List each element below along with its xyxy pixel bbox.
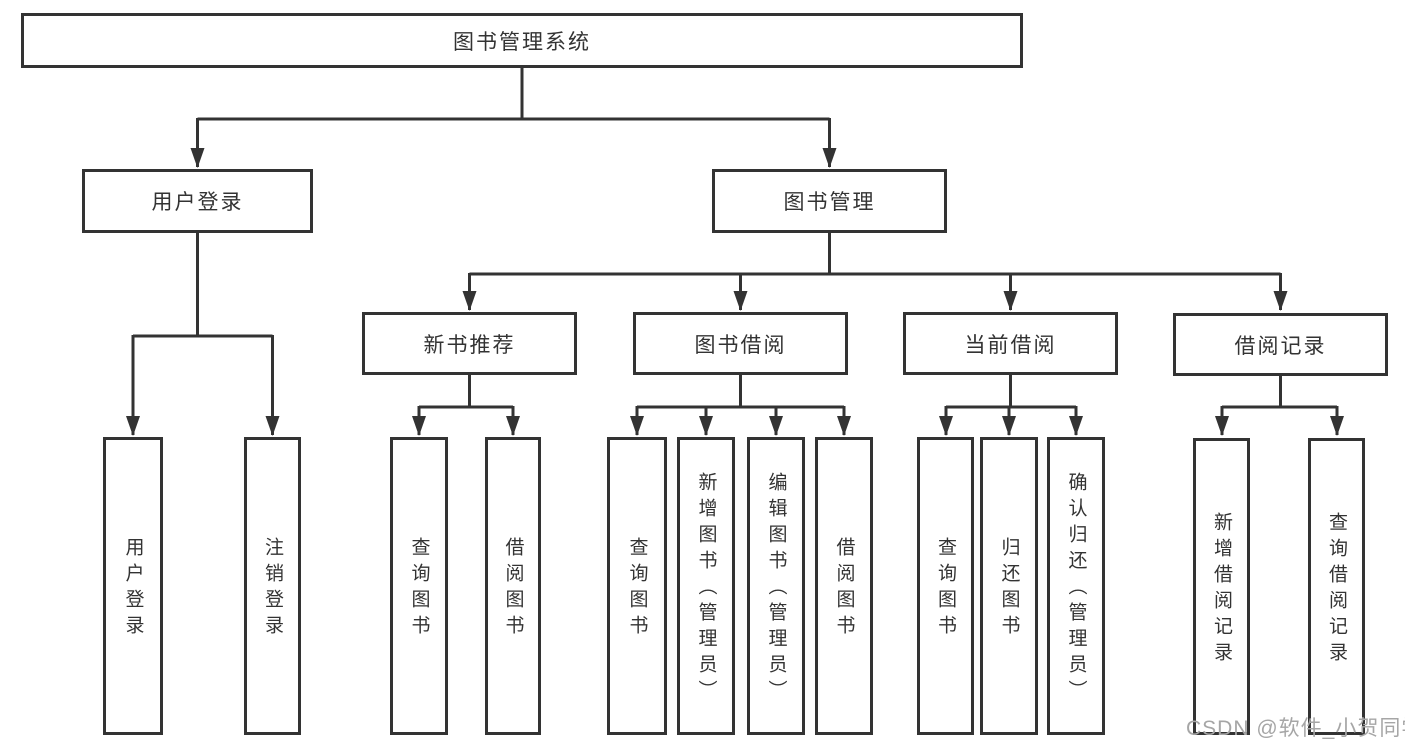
leaf-query-books-current: 查询图书 xyxy=(917,437,974,735)
leaf-query-books-borrow: 查询图书 xyxy=(607,437,667,735)
node-root-system: 图书管理系统 xyxy=(21,13,1023,68)
node-current-borrow: 当前借阅 xyxy=(903,312,1118,375)
leaf-borrow-books: 借阅图书 xyxy=(815,437,873,735)
leaf-add-borrow-record: 新增借阅记录 xyxy=(1193,438,1250,735)
node-book-management: 图书管理 xyxy=(712,169,947,233)
leaf-logout: 注销登录 xyxy=(244,437,301,735)
node-new-book-recommend: 新书推荐 xyxy=(362,312,577,375)
leaf-return-books: 归还图书 xyxy=(980,437,1038,735)
leaf-borrow-books-recommend: 借阅图书 xyxy=(485,437,541,735)
leaf-user-login: 用户登录 xyxy=(103,437,163,735)
node-book-borrow: 图书借阅 xyxy=(633,312,848,375)
leaf-edit-books-admin: 编辑图书（管理员） xyxy=(747,437,805,735)
csdn-watermark: CSDN @软件_小贺同学 xyxy=(1186,717,1405,740)
node-borrow-records: 借阅记录 xyxy=(1173,313,1388,376)
leaf-query-books-recommend: 查询图书 xyxy=(390,437,448,735)
leaf-query-borrow-record: 查询借阅记录 xyxy=(1308,438,1365,735)
node-user-login: 用户登录 xyxy=(82,169,313,233)
leaf-add-books-admin: 新增图书（管理员） xyxy=(677,437,735,735)
leaf-confirm-return-admin: 确认归还（管理员） xyxy=(1047,437,1105,735)
